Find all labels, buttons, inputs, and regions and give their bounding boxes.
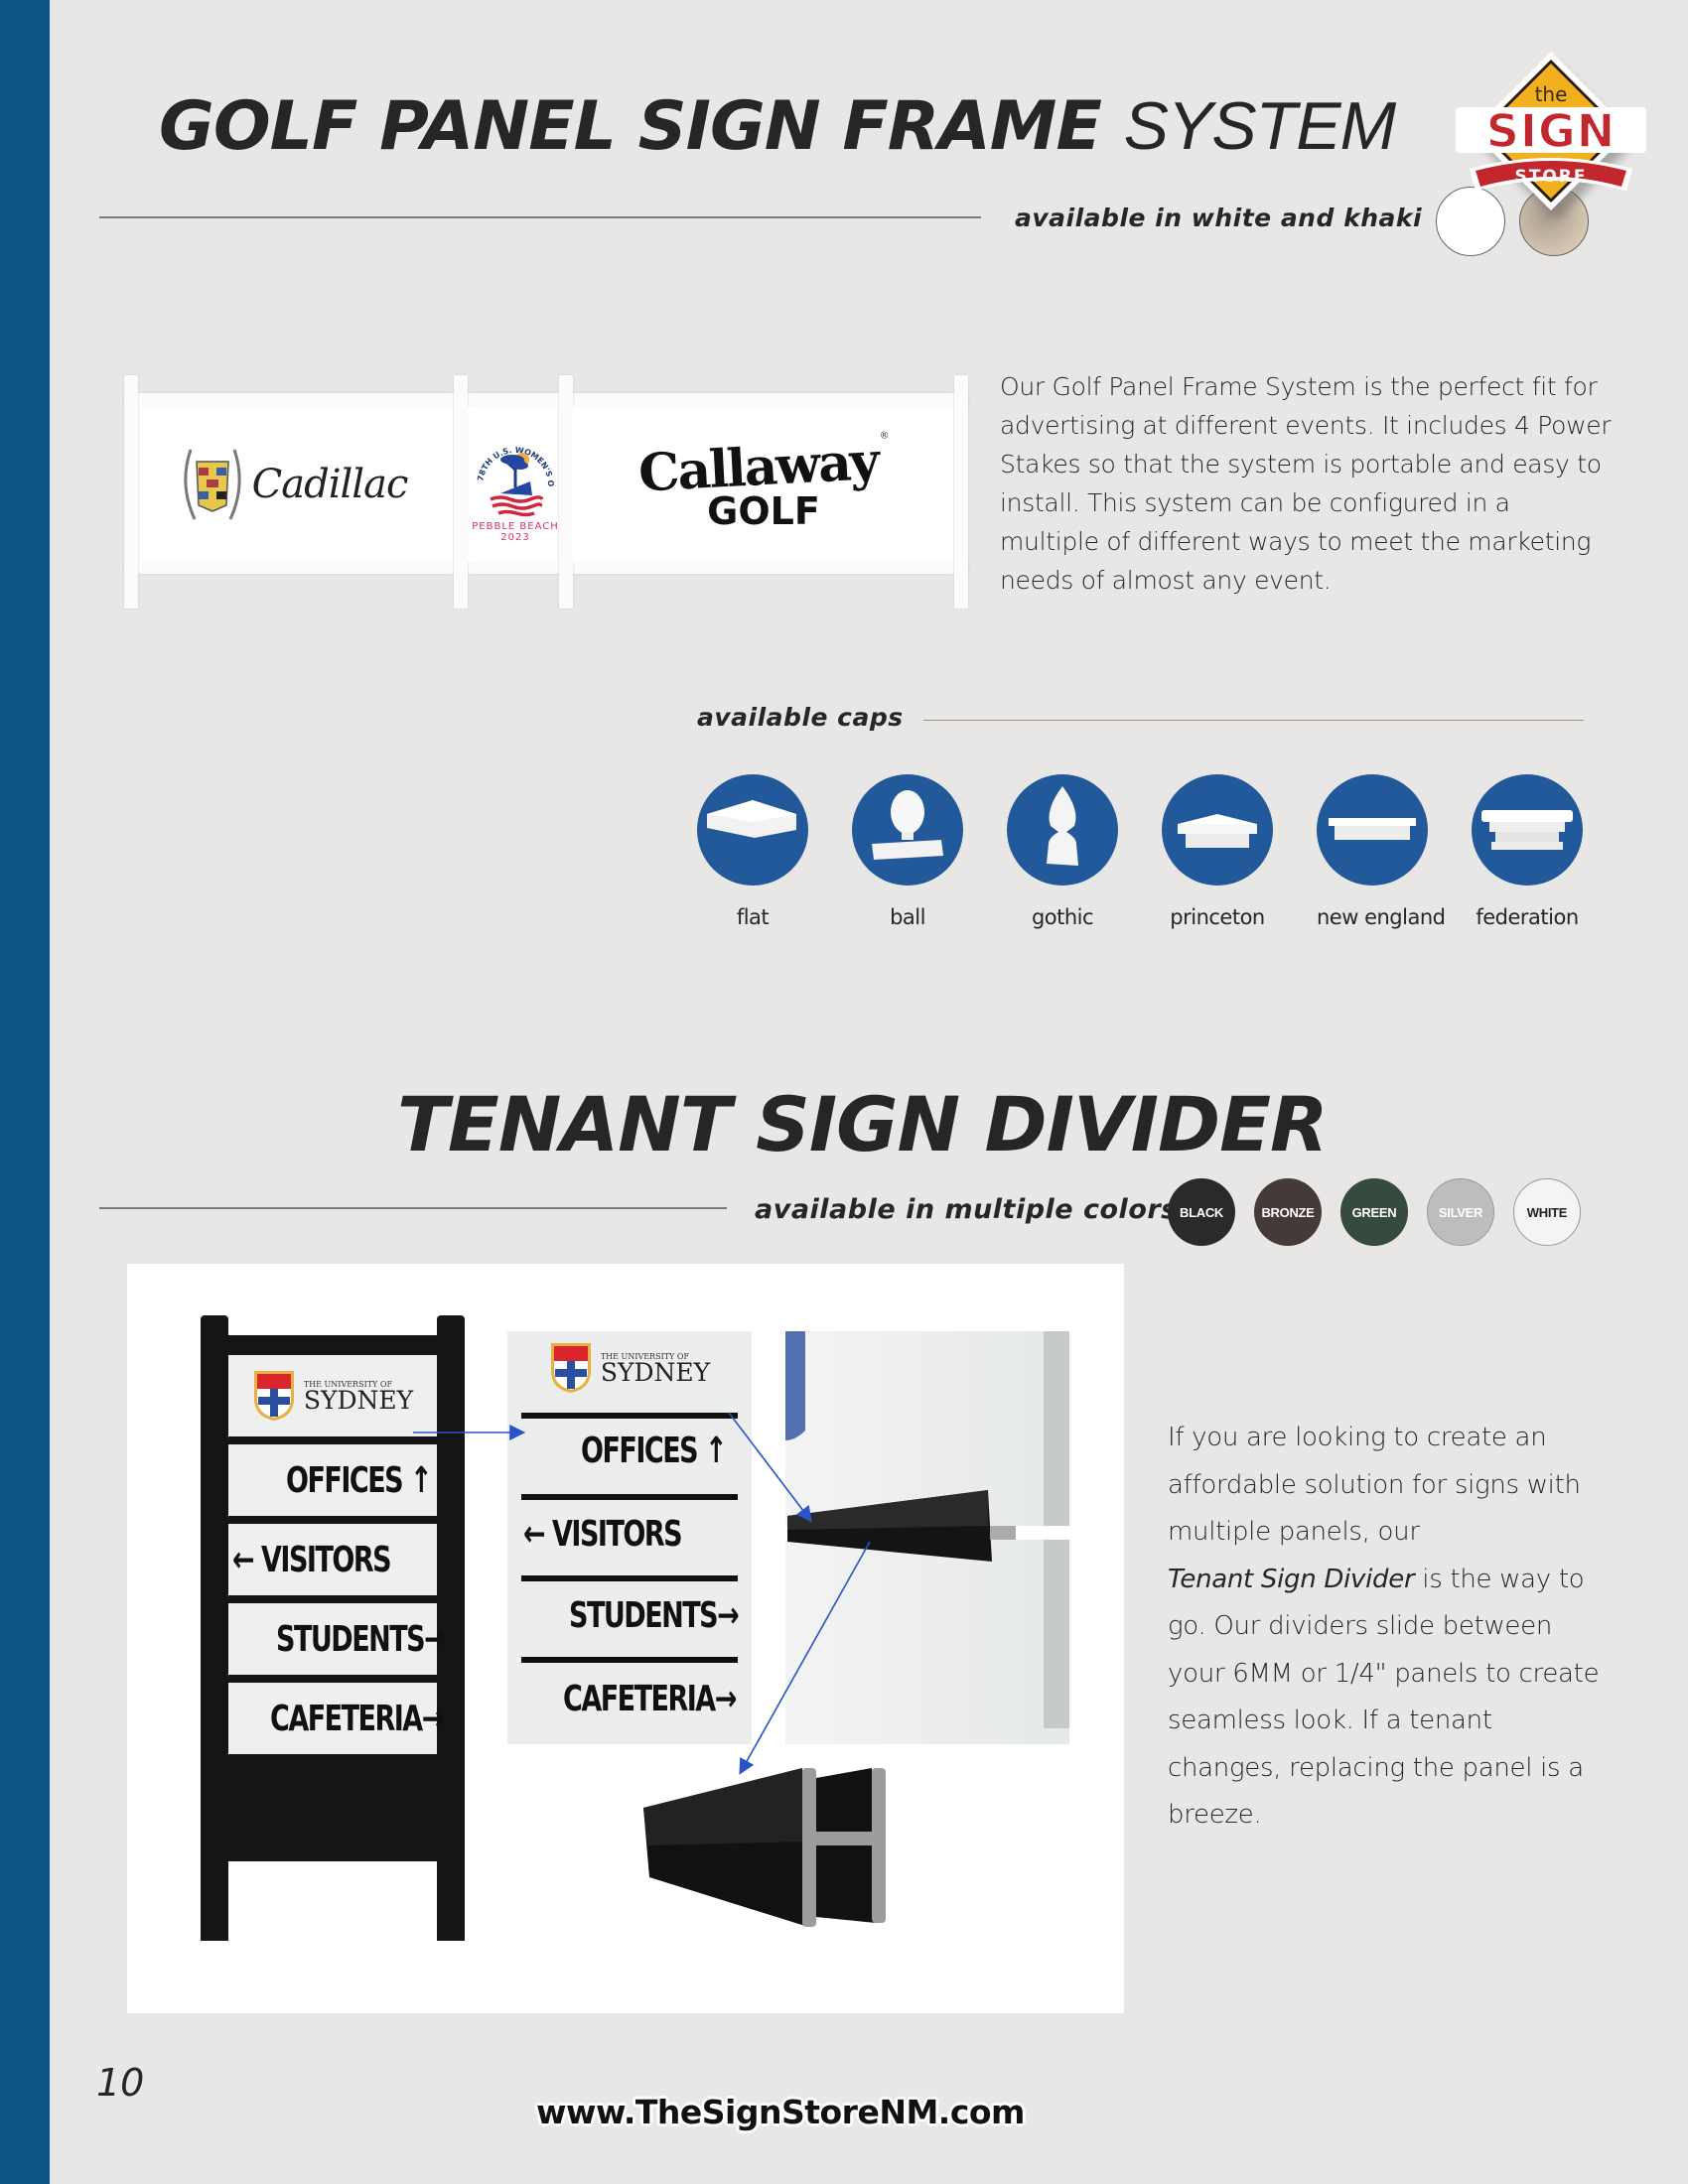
post-sign-left: THE UNIVERSITY OF SYDNEY OFFICES ↑ OFFIC… bbox=[201, 1315, 465, 1941]
cadillac-crest-icon bbox=[184, 449, 241, 520]
cap-princeton: princeton bbox=[1162, 774, 1273, 929]
panel-row-visitors: ← VISITORS bbox=[523, 1514, 683, 1555]
tenant-description-emphasis: Tenant Sign Divider bbox=[1168, 1564, 1415, 1594]
panel-row-offices: OFFICES ↑ bbox=[581, 1431, 728, 1471]
pebble-beach-year: 2023 bbox=[500, 532, 530, 543]
frame-post-1 bbox=[124, 375, 138, 609]
sidebar-accent-bar bbox=[0, 0, 50, 2184]
cap-princeton-icon bbox=[1162, 774, 1273, 886]
frame-top-rail bbox=[124, 393, 968, 407]
cap-new-england: new england bbox=[1317, 774, 1446, 929]
color-chip-black: BLACK bbox=[1168, 1178, 1235, 1246]
divider-cross-section-icon bbox=[643, 1768, 886, 1927]
pebble-beach-label: PEBBLE BEACH bbox=[472, 521, 559, 532]
svg-text:SIGN: SIGN bbox=[1486, 104, 1617, 158]
frame-post-3 bbox=[559, 375, 573, 609]
cap-gothic: gothic bbox=[1007, 774, 1118, 929]
cap-flat: flat bbox=[697, 774, 808, 929]
panel-callaway: Callaway ® GOLF bbox=[573, 407, 954, 562]
color-chip-white: WHITE bbox=[1513, 1178, 1581, 1246]
tenant-description: If you are looking to create an affordab… bbox=[1168, 1423, 1600, 1830]
us-womens-open-logo-icon: 78TH U.S. WOMEN'S OPEN bbox=[471, 426, 555, 517]
sign-panels-exploded: THE UNIVERSITY OF SYDNEY OFFICES ↑ ← VIS… bbox=[507, 1331, 752, 1744]
color-chip-green: GREEN bbox=[1340, 1178, 1408, 1246]
golf-title-rule bbox=[99, 216, 981, 218]
color-chip-silver: SILVER bbox=[1427, 1178, 1494, 1246]
sign-row-visitors: ← VISITORS bbox=[232, 1540, 392, 1580]
footer-website-link[interactable]: www.TheSignStoreNM.com bbox=[536, 2093, 1025, 2131]
tenant-section-title: TENANT SIGN DIVIDER bbox=[397, 1080, 1329, 1168]
panel-cadillac: Cadillac bbox=[136, 407, 454, 562]
cap-new-england-icon bbox=[1317, 774, 1428, 886]
frame-bottom-rail bbox=[124, 560, 968, 574]
sign-row-offices: OFFICES ↑ bbox=[286, 1460, 433, 1501]
golf-title-bold: GOLF PANEL SIGN FRAME bbox=[159, 87, 1102, 166]
panel-row-cafeteria: CAFETERIA→ bbox=[563, 1679, 737, 1719]
cap-flat-icon bbox=[697, 774, 808, 886]
cap-ball: ball bbox=[852, 774, 963, 929]
cap-gothic-icon bbox=[1007, 774, 1118, 886]
cap-ball-icon bbox=[852, 774, 963, 886]
caps-heading-rule bbox=[923, 720, 1584, 721]
golf-title-light: SYSTEM bbox=[1123, 88, 1397, 164]
golf-description: Our Golf Panel Frame System is the perfe… bbox=[1000, 372, 1612, 595]
divider-profile-icon bbox=[785, 1331, 1016, 1562]
swatch-white bbox=[1436, 187, 1505, 256]
tenant-title-rule bbox=[99, 1207, 727, 1209]
frame-post-4 bbox=[954, 375, 968, 609]
sign-store-logo: the SIGN STORE bbox=[1452, 52, 1650, 225]
panel-row-students: STUDENTS→ bbox=[569, 1595, 740, 1636]
cap-federation: federation bbox=[1472, 774, 1583, 929]
callaway-golf-label: GOLF bbox=[707, 488, 820, 533]
caps-heading: available caps bbox=[697, 703, 904, 732]
university-crest-icon bbox=[550, 1343, 591, 1393]
sign-store-logo-icon: the SIGN STORE bbox=[1456, 52, 1646, 220]
sign-row-students: STUDENTS→ bbox=[276, 1619, 447, 1660]
svg-text:the: the bbox=[1535, 82, 1568, 106]
tenant-availability-text: available in multiple colors bbox=[755, 1194, 1178, 1225]
cap-federation-icon bbox=[1472, 774, 1583, 886]
color-chip-bronze: BRONZE bbox=[1254, 1178, 1322, 1246]
callaway-wordmark: Callaway bbox=[636, 430, 880, 504]
divider-closeup bbox=[785, 1331, 1069, 1744]
cadillac-wordmark: Cadillac bbox=[251, 462, 409, 507]
page-number: 10 bbox=[96, 2061, 145, 2105]
tenant-divider-image: THE UNIVERSITY OF SYDNEY OFFICES ↑ OFFIC… bbox=[127, 1264, 1124, 2013]
golf-panel-frame-image: Cadillac 78TH U.S. WOMEN'S OPEN PEBBLE B… bbox=[124, 375, 968, 609]
frame-post-2 bbox=[454, 375, 468, 609]
golf-availability-text: available in white and khaki bbox=[1015, 204, 1423, 232]
university-crest-icon bbox=[253, 1371, 294, 1421]
golf-section-title: GOLF PANEL SIGN FRAME SYSTEM bbox=[159, 87, 1397, 166]
sign-row-cafeteria: CAFETERIA→ bbox=[270, 1699, 444, 1739]
panel-us-womens-open: 78TH U.S. WOMEN'S OPEN PEBBLE BEACH 2023 bbox=[468, 407, 563, 562]
registered-mark: ® bbox=[880, 429, 889, 442]
svg-text:STORE: STORE bbox=[1515, 167, 1588, 187]
